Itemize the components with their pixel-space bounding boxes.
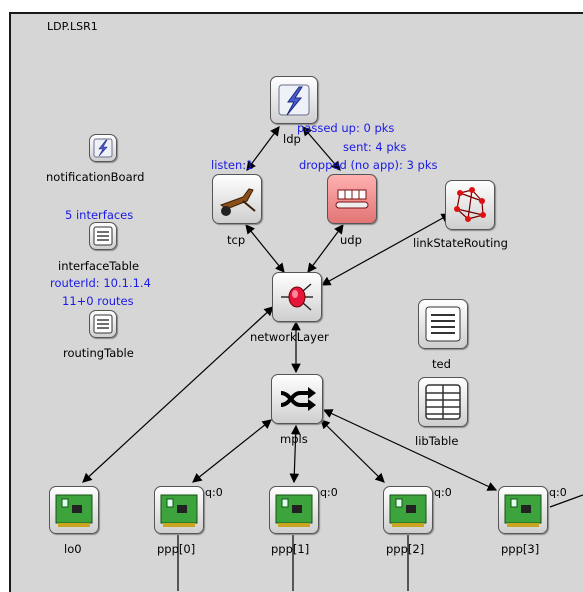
conn-mpls-ppp3 <box>322 409 498 491</box>
routes-info: 11+0 routes <box>62 294 134 308</box>
ppp2-label: ppp[2] <box>386 542 425 556</box>
routing-table-label: routingTable <box>63 346 134 360</box>
tcp-label: tcp <box>227 233 246 247</box>
conn-mpls-ppp1 <box>289 424 301 484</box>
ted-label: ted <box>432 357 451 371</box>
network-card-icon <box>389 494 427 527</box>
lightning-icon <box>278 84 310 116</box>
wire-ppp3 <box>549 494 583 508</box>
link-state-routing-label: linkStateRouting <box>413 236 508 250</box>
lo0-node[interactable] <box>49 486 99 534</box>
list-icon <box>93 314 113 334</box>
ppp3-node[interactable] <box>498 486 548 534</box>
network-card-icon <box>275 494 313 527</box>
conn-ldp-udp <box>302 126 341 171</box>
network-graph-icon <box>454 187 486 222</box>
interface-table-node[interactable] <box>89 222 117 250</box>
lib-table-node[interactable] <box>418 377 468 427</box>
conn-mpls-ppp0 <box>192 419 272 483</box>
link-state-routing-node[interactable] <box>445 180 495 230</box>
list-icon <box>425 306 461 342</box>
ppp1-label: ppp[1] <box>271 542 310 556</box>
module-title: LDP.LSR1 <box>47 20 98 33</box>
interface-table-label: interfaceTable <box>58 259 140 273</box>
ppp2-node[interactable] <box>383 486 433 534</box>
router-id-info: routerId: 10.1.1.4 <box>50 276 151 290</box>
lightning-icon <box>93 138 113 158</box>
ppp0-node[interactable] <box>154 486 204 534</box>
list-icon <box>93 226 113 246</box>
mpls-label: mpls <box>280 432 308 446</box>
network-layer-label: networkLayer <box>250 330 329 344</box>
tcp-listen-info: listen:1 <box>211 158 254 172</box>
routing-table-node[interactable] <box>89 310 117 338</box>
ppp1-node[interactable] <box>269 486 319 534</box>
udp-sent-info: sent: 4 pks <box>343 140 407 154</box>
conveyor-icon <box>335 189 369 209</box>
conn-net-lo0 <box>82 306 274 483</box>
ppp2-queue: q:0 <box>434 486 452 499</box>
ldp-label: ldp <box>283 132 301 146</box>
udp-node[interactable] <box>327 174 377 224</box>
notification-board-label: notificationBoard <box>46 170 145 184</box>
router-icon <box>281 283 313 311</box>
ppp0-label: ppp[0] <box>157 542 196 556</box>
ppp1-queue: q:0 <box>320 486 338 499</box>
lo0-label: lo0 <box>64 542 82 556</box>
conn-lsr-net <box>320 213 452 286</box>
ted-node[interactable] <box>418 299 468 349</box>
tcp-node[interactable] <box>212 174 262 224</box>
network-card-icon <box>160 494 198 527</box>
conn-udp-net <box>307 224 344 273</box>
notification-board-node[interactable] <box>89 134 117 162</box>
conn-tcp-net <box>245 224 285 273</box>
table-icon <box>425 384 461 420</box>
mpls-node[interactable] <box>271 374 323 424</box>
network-card-icon <box>55 494 93 527</box>
ppp0-queue: q:0 <box>205 486 223 499</box>
lib-table-label: libTable <box>415 434 459 448</box>
interface-count-info: 5 interfaces <box>65 208 134 222</box>
network-card-icon <box>504 494 542 527</box>
udp-dropped-info: dropped (no app): 3 pks <box>299 158 438 172</box>
conn-ldp-tcp <box>246 126 280 171</box>
network-layer-node[interactable] <box>272 272 322 322</box>
ldp-node[interactable] <box>270 76 318 124</box>
switch-icon <box>280 387 316 411</box>
udp-passed-info: passed up: 0 pks <box>297 121 395 135</box>
ppp3-label: ppp[3] <box>501 542 540 556</box>
wheelbarrow-icon <box>219 188 256 216</box>
ppp3-queue: q:0 <box>549 486 567 499</box>
udp-label: udp <box>340 233 362 247</box>
conn-mpls-ppp2 <box>320 419 385 483</box>
